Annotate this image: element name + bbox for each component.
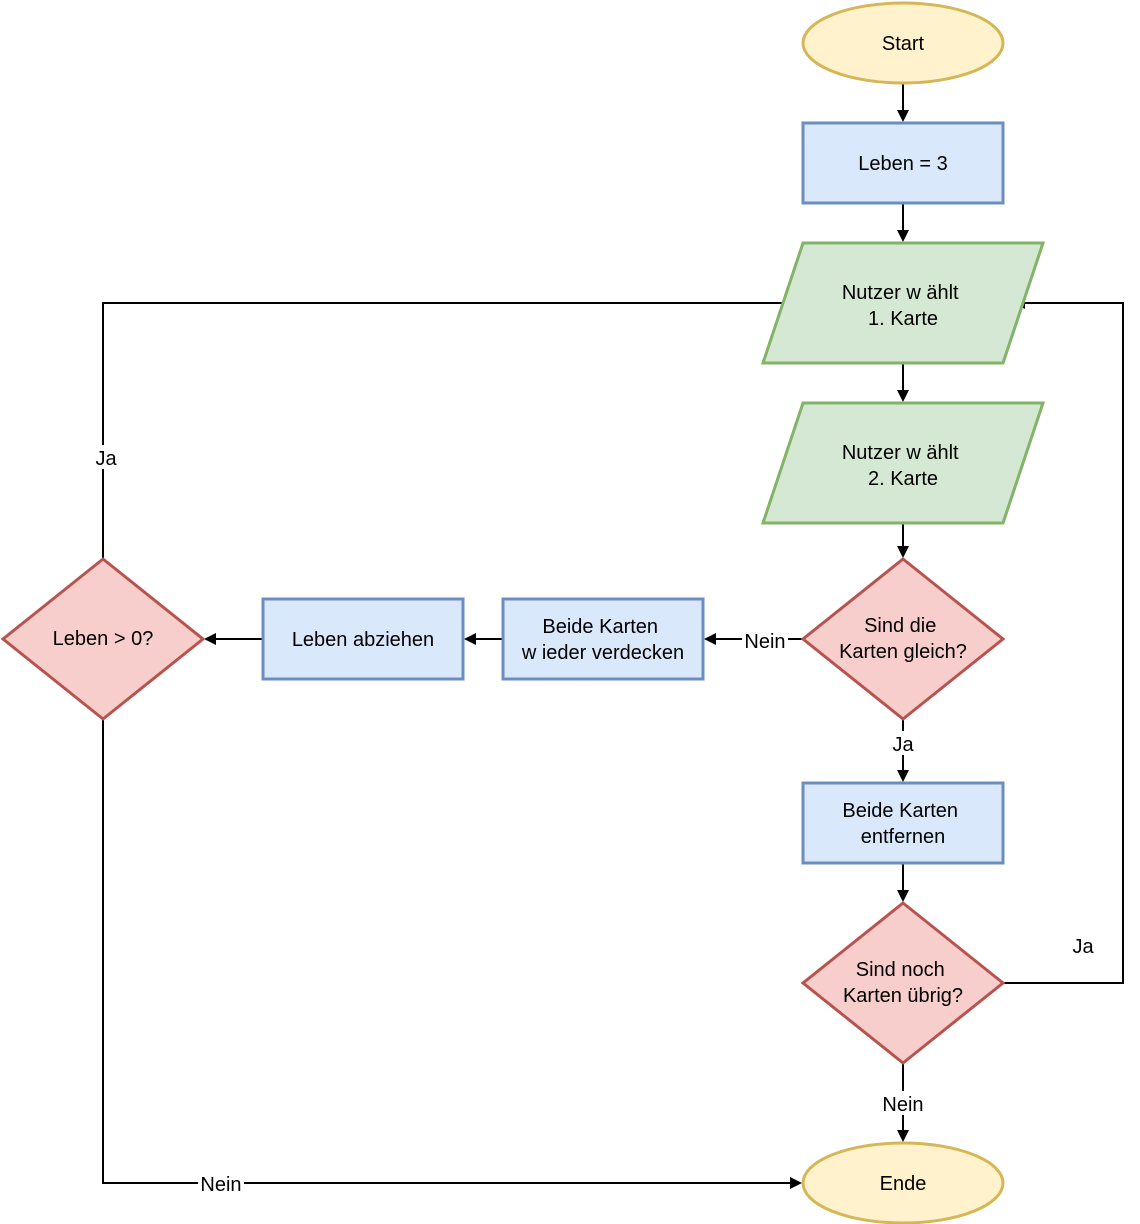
start-ellipse [801, 1, 1005, 85]
leben-check-decision: Leben > 0? [0, 557, 206, 721]
entfernen-node: Beide Karten entfernen [801, 781, 1005, 865]
karte2-parallelogram [760, 401, 1046, 525]
uebrig-diamond [800, 901, 1006, 1065]
label-background [90, 445, 120, 469]
karte1-label-line2: 1. Karte [868, 308, 938, 330]
verdecken-box [501, 597, 705, 681]
ende-label: Ende [880, 1173, 927, 1195]
karte2-label-line1: Nutzer w ählt [842, 442, 959, 464]
karte2-label-line2: 2. Karte [868, 468, 938, 490]
label-background [888, 731, 918, 755]
entfernen-box [801, 781, 1005, 865]
abziehen-node: Leben abziehen [261, 597, 465, 681]
gleich-decision: Sind die Karten gleich? [800, 557, 1006, 721]
ende-ellipse [801, 1141, 1005, 1224]
karte1-label: Nutzer w ählt 1. Karte [842, 282, 964, 330]
verdecken-label-line1: Beide Karten [542, 616, 658, 638]
arrowhead [897, 770, 909, 782]
uebrig-decision: Sind noch Karten übrig? [800, 901, 1006, 1065]
leben-init-label: Leben = 3 [858, 153, 948, 175]
abziehen-box [261, 597, 465, 681]
start-node: Start [801, 1, 1005, 85]
arrowhead [704, 633, 716, 645]
karte1-node: Nutzer w ählt 1. Karte [760, 241, 1046, 365]
uebrig-label-line2: Karten übrig? [843, 985, 963, 1007]
edge-leben-check-to-ende [102, 719, 792, 1184]
gleich-label: Sind die Karten gleich? [839, 615, 967, 663]
edge-label-uebrig-nein: Nein [882, 1094, 923, 1116]
edge-label-gleich-ja: Ja [892, 734, 914, 756]
arrowhead [897, 110, 909, 122]
verdecken-label-line2: w ieder verdecken [521, 642, 684, 664]
leben-init-node: Leben = 3 [801, 121, 1005, 205]
karte1-parallelogram [760, 241, 1046, 365]
karte1-label-line1: Nutzer w ählt [842, 282, 959, 304]
uebrig-label-line1: Sind noch [856, 959, 945, 981]
edge-labels: Nein Ja Ja Nein Ja Nein [90, 445, 1094, 1196]
entfernen-label-line1: Beide Karten [842, 800, 958, 822]
arrowhead [897, 890, 909, 902]
label-background [742, 628, 788, 652]
label-background [880, 1091, 926, 1115]
abziehen-label: Leben abziehen [292, 629, 434, 651]
start-label: Start [882, 33, 925, 55]
leben-check-diamond [0, 557, 206, 721]
arrowhead [897, 390, 909, 402]
edge-label-gleich-nein: Nein [744, 631, 785, 653]
gleich-label-line2: Karten gleich? [839, 641, 967, 663]
ende-node: Ende [801, 1141, 1005, 1224]
karte2-label: Nutzer w ählt 2. Karte [842, 442, 964, 490]
arrowhead [790, 1177, 802, 1189]
edge-label-leben-ja: Ja [95, 448, 117, 470]
uebrig-label: Sind noch Karten übrig? [843, 959, 963, 1007]
edge-label-leben-nein: Nein [200, 1174, 241, 1196]
gleich-diamond [800, 557, 1006, 721]
arrowhead [897, 1130, 909, 1142]
nodes: Start Leben = 3 Nutzer w ählt 1. Karte N… [0, 1, 1046, 1224]
arrowhead [897, 230, 909, 242]
entfernen-label: Beide Karten entfernen [842, 800, 963, 848]
edge-leben-check-to-karte1 [102, 302, 786, 558]
gleich-label-line1: Sind die [864, 615, 936, 637]
leben-check-label: Leben > 0? [53, 628, 154, 650]
karte2-node: Nutzer w ählt 2. Karte [760, 401, 1046, 525]
edge-uebrig-to-karte1 [1003, 302, 1124, 984]
arrowhead [204, 633, 216, 645]
entfernen-label-line2: entfernen [861, 826, 946, 848]
edge-label-uebrig-ja: Ja [1072, 936, 1094, 958]
label-background [198, 1171, 244, 1195]
arrowhead [897, 546, 909, 558]
leben-init-box [801, 121, 1005, 205]
verdecken-node: Beide Karten w ieder verdecken [501, 597, 705, 681]
arrowhead [464, 633, 476, 645]
verdecken-label: Beide Karten w ieder verdecken [521, 616, 684, 664]
